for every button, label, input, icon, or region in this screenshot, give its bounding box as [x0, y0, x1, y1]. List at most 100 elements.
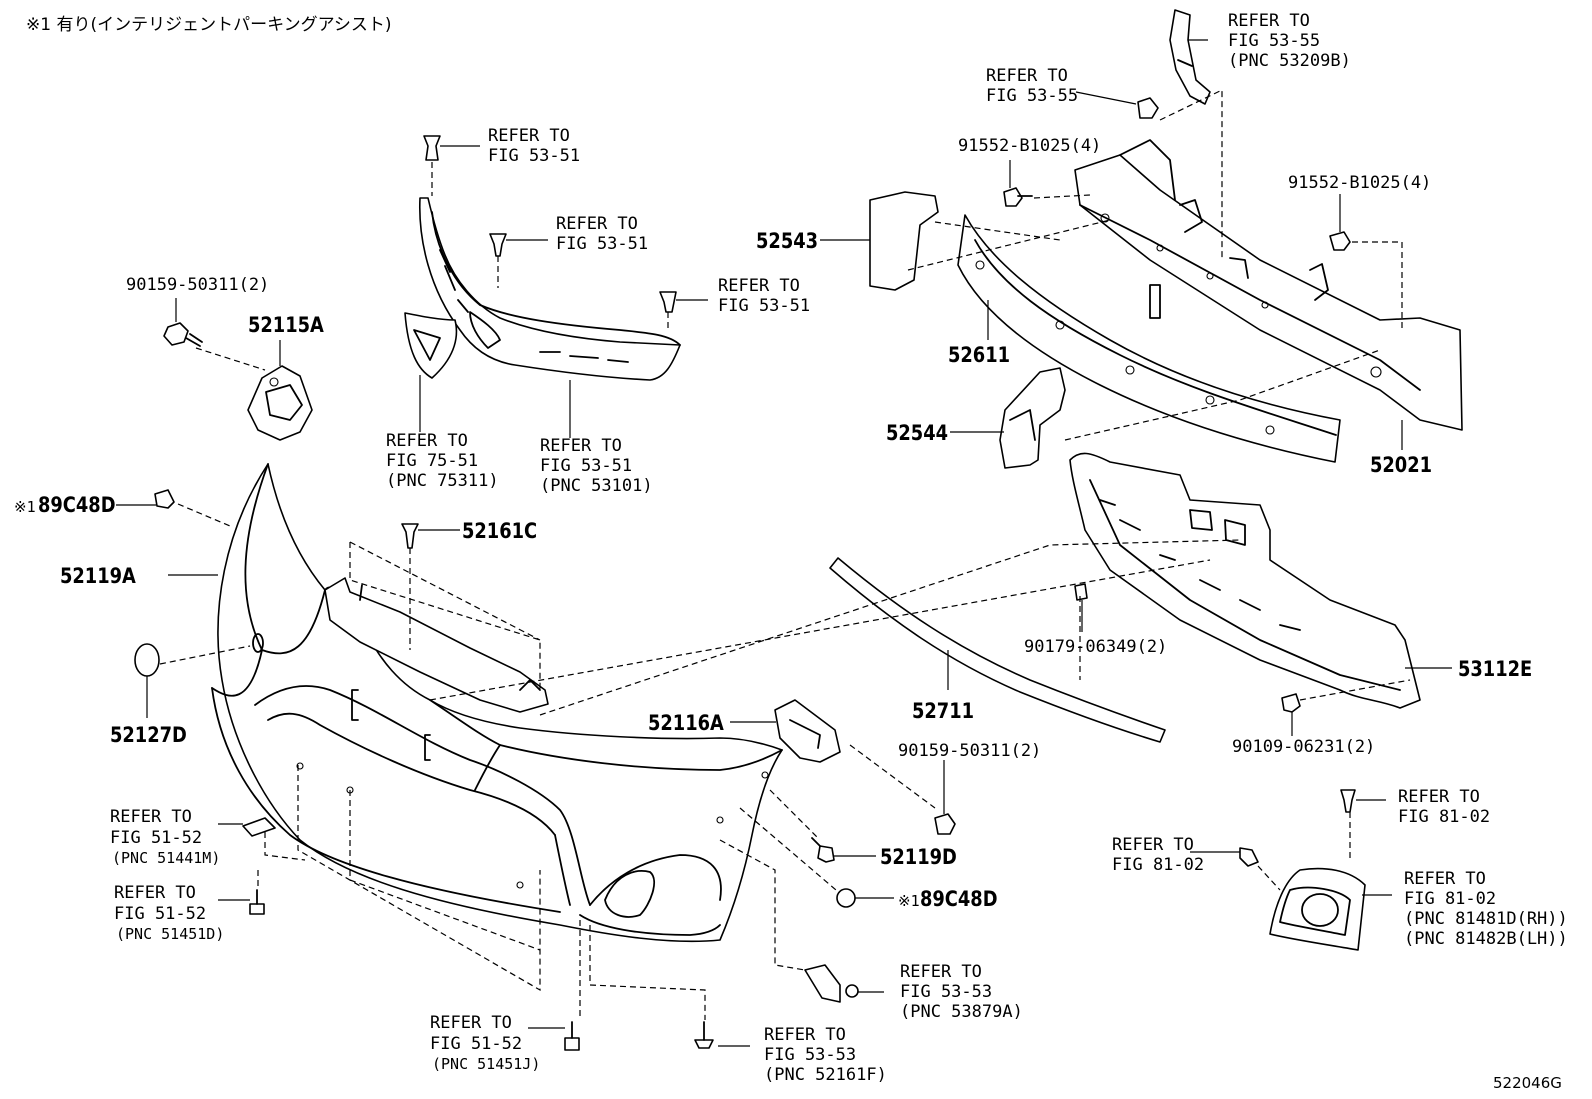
ref-51-52-b-line2: FIG 51-52	[114, 904, 206, 924]
mark-1-right: ※1	[898, 892, 920, 910]
fastener-51451D[interactable]	[249, 889, 265, 915]
ref-53-55-a-line1: REFER TO	[986, 66, 1068, 86]
fastener-51451J[interactable]	[564, 1021, 580, 1051]
bolt-91552-left[interactable]	[1003, 187, 1033, 207]
bracket-52544[interactable]	[999, 367, 1066, 469]
figure-code: 522046G	[1493, 1074, 1562, 1092]
ref-53-55-b-line1: REFER TO	[1228, 11, 1310, 31]
clip-52161F[interactable]	[694, 1021, 714, 1049]
clip-89C48D-left[interactable]	[154, 489, 175, 509]
bolt-91552-right[interactable]	[1329, 231, 1351, 251]
ref-51-52-a-line1: REFER TO	[110, 807, 192, 827]
bracket-52543[interactable]	[869, 191, 939, 291]
bolt-90159-bottom[interactable]	[934, 813, 956, 835]
fog-lamp-bezel[interactable]	[1269, 867, 1366, 951]
ref-53-51-c-line2: FIG 53-51	[718, 296, 810, 316]
ref-53-51-a-line1: REFER TO	[488, 126, 570, 146]
part-90109-06231: 90109-06231(2)	[1232, 737, 1375, 757]
clip-grille-2[interactable]	[489, 233, 507, 257]
part-52611: 52611	[948, 343, 1010, 368]
part-52544: 52544	[886, 421, 948, 446]
ref-51-52-a-line2: FIG 51-52	[110, 828, 202, 848]
ref-75-51-line1: REFER TO	[386, 431, 468, 451]
ref-51-52-b-line3: (PNC 51451D)	[116, 925, 224, 943]
ref-53-51-b-line1: REFER TO	[556, 214, 638, 234]
ref-81-02-c-line2: FIG 81-02	[1404, 889, 1496, 909]
part-91552-left: 91552-B1025(4)	[958, 136, 1101, 156]
ref-81-02-c-line3: (PNC 81481D(RH))	[1404, 909, 1568, 929]
ref-53-53-b-line2: FIG 53-53	[900, 982, 992, 1002]
ref-81-02-a-line1: REFER TO	[1398, 787, 1480, 807]
ref-53-55-b-line2: FIG 53-55	[1228, 31, 1320, 51]
bolt-90109[interactable]	[1281, 693, 1301, 713]
ref-51-52-b-line1: REFER TO	[114, 883, 196, 903]
clip-81-02-top[interactable]	[1340, 789, 1356, 813]
ref-81-02-b-line2: FIG 81-02	[1112, 855, 1204, 875]
ref-53-55-b-line3: (PNC 53209B)	[1228, 51, 1351, 71]
part-52711: 52711	[912, 699, 974, 724]
mark-1-left: ※1	[14, 498, 36, 516]
bracket-52115A[interactable]	[247, 365, 313, 441]
ref-53-51-d-line1: REFER TO	[540, 436, 622, 456]
part-53112E: 53112E	[1458, 657, 1532, 682]
part-90159-50311-bottom: 90159-50311(2)	[898, 741, 1041, 761]
part-52116A: 52116A	[648, 711, 724, 736]
part-90159-50311-top: 90159-50311(2)	[126, 275, 269, 295]
upper-grille[interactable]	[418, 197, 681, 381]
emblem[interactable]	[404, 312, 458, 379]
ref-53-53-b-line3: (PNC 53879A)	[900, 1002, 1023, 1022]
ref-51-52-a-line3: (PNC 51441M)	[112, 849, 220, 867]
bumper-reinforcement[interactable]	[1074, 139, 1463, 431]
ref-81-02-c-line1: REFER TO	[1404, 869, 1486, 889]
part-52115A: 52115A	[248, 313, 324, 338]
bracket-53209B[interactable]	[1169, 9, 1211, 105]
bracket-53879A[interactable]	[804, 964, 859, 1003]
ref-53-55-a-line2: FIG 53-55	[986, 86, 1078, 106]
ref-53-53-a-line2: FIG 53-53	[764, 1045, 856, 1065]
clip-90179[interactable]	[1074, 583, 1088, 601]
clip-grille-3[interactable]	[659, 291, 677, 313]
lower-moulding[interactable]	[829, 557, 1166, 743]
ref-81-02-a-line2: FIG 81-02	[1398, 807, 1490, 827]
part-52543: 52543	[756, 229, 818, 254]
ref-53-51-b-line2: FIG 53-51	[556, 234, 648, 254]
bumper-cover[interactable]	[211, 463, 783, 943]
lower-grille[interactable]	[1069, 452, 1421, 709]
ref-53-53-a-line3: (PNC 52161F)	[764, 1065, 887, 1085]
footnote-text: ※1 有り(インテリジェントパーキングアシスト)	[26, 15, 392, 35]
clip-89C48D-right[interactable]	[836, 888, 856, 908]
part-90179-06349: 90179-06349(2)	[1024, 637, 1167, 657]
bolt-90159-top[interactable]	[163, 322, 203, 347]
part-89C48D-right: 89C48D	[920, 887, 998, 912]
ref-81-02-b-line1: REFER TO	[1112, 835, 1194, 855]
ref-53-51-c-line1: REFER TO	[718, 276, 800, 296]
bracket-52116A[interactable]	[774, 699, 841, 763]
ref-75-51-line3: (PNC 75311)	[386, 471, 499, 491]
clip-52161C[interactable]	[401, 523, 419, 549]
ref-81-02-c-line4: (PNC 81482B(LH))	[1404, 929, 1568, 949]
fastener-51441M[interactable]	[242, 817, 276, 837]
part-89C48D-left: 89C48D	[38, 493, 116, 518]
bolt-53-55[interactable]	[1137, 97, 1159, 119]
ref-51-52-c-line1: REFER TO	[430, 1013, 512, 1033]
screw-81-02-left[interactable]	[1239, 847, 1259, 867]
upper-retainer-bracket[interactable]	[324, 577, 549, 713]
part-52127D: 52127D	[110, 723, 187, 748]
part-91552-right: 91552-B1025(4)	[1288, 173, 1431, 193]
energy-absorber[interactable]	[957, 214, 1341, 463]
ref-53-51-a-line2: FIG 53-51	[488, 146, 580, 166]
part-52021: 52021	[1370, 453, 1432, 478]
ref-75-51-line2: FIG 75-51	[386, 451, 478, 471]
labels: REFER TO FIG 53-51 REFER TO FIG 53-51 RE…	[14, 11, 1568, 1085]
ref-51-52-c-line2: FIG 51-52	[430, 1034, 522, 1054]
assembly-guide-lines	[159, 89, 1411, 1020]
ref-53-53-a-line1: REFER TO	[764, 1025, 846, 1045]
ref-53-51-d-line3: (PNC 53101)	[540, 476, 653, 496]
part-52119D: 52119D	[880, 845, 957, 870]
ref-51-52-c-line3: (PNC 51451J)	[432, 1055, 540, 1073]
cap-52127D[interactable]	[134, 643, 160, 677]
clip-grille-1[interactable]	[423, 135, 441, 161]
leader-lines	[116, 39, 1452, 1047]
screw-52119D[interactable]	[811, 837, 835, 863]
